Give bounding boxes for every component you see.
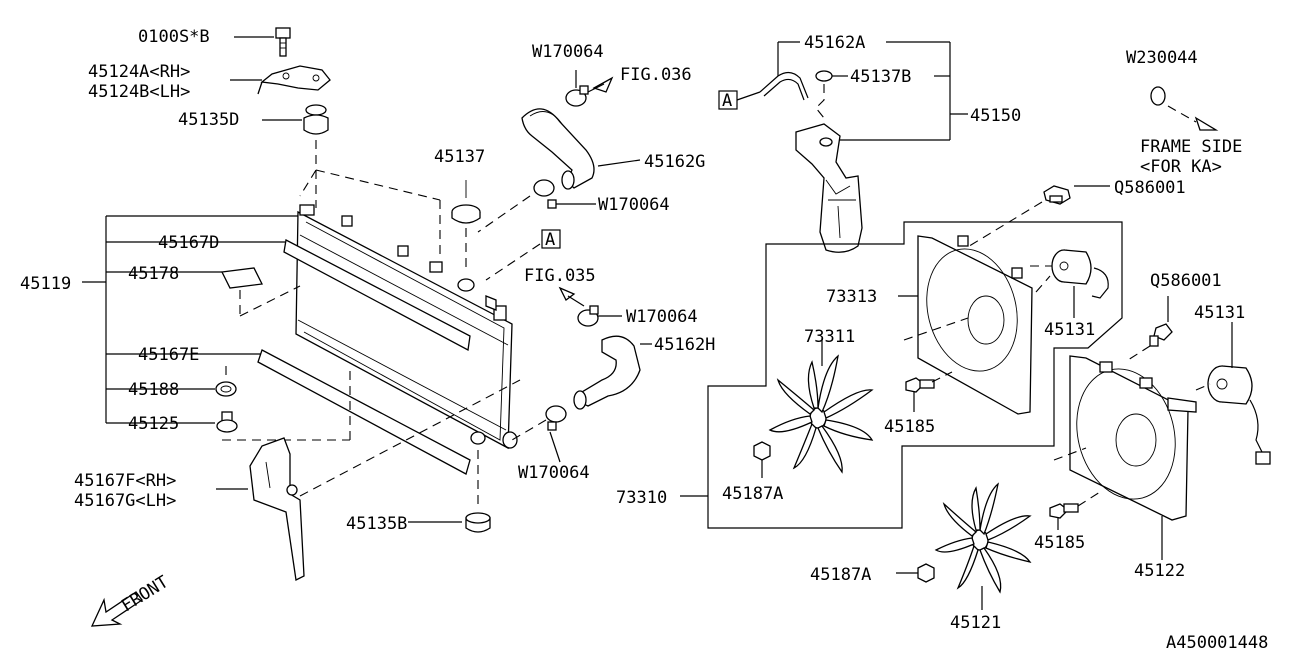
radiator-group [82, 27, 521, 581]
label-for-ka: <FOR KA> [1140, 157, 1222, 177]
radiator-cap-icon [451, 180, 481, 224]
label-frame-side: FRAME SIDE [1140, 137, 1242, 157]
label-q586001-a: Q586001 [1114, 178, 1186, 198]
callout-labels: 0100S*B 45124A<RH> 45124B<LH> 45135D 451… [20, 27, 1268, 653]
front-arrow [90, 591, 143, 627]
seal-strip-upper [283, 239, 471, 352]
fan-blade-icon [768, 354, 874, 474]
label-fig035: FIG.035 [524, 266, 596, 286]
label-45131-a: 45131 [1044, 320, 1095, 340]
label-45188: 45188 [128, 380, 179, 400]
label-45135d: 45135D [178, 110, 239, 130]
label-w170064-d: W170064 [518, 463, 590, 483]
bolt-45185-icon-2 [1049, 503, 1079, 519]
label-73313: 73313 [826, 287, 877, 307]
clip-w230044 [1150, 86, 1219, 131]
reservoir-cap-icon [815, 70, 833, 82]
radiator-core [295, 204, 518, 450]
hose-clamp-icon-2 [533, 179, 557, 209]
fan-assembly-group [680, 185, 1271, 610]
upper-hose [521, 108, 595, 189]
fan-shroud-large [1069, 355, 1189, 521]
air-guide-plate [249, 437, 305, 581]
label-45119: 45119 [20, 274, 71, 294]
fan-motor-icon [1051, 249, 1109, 299]
fan-motor-icon-2 [1207, 365, 1271, 465]
label-45121: 45121 [950, 613, 1001, 633]
label-73310: 73310 [616, 488, 667, 508]
nut-45187a-icon [753, 441, 771, 461]
bolt-q586001-icon-2 [1149, 323, 1173, 347]
upper-mount-icon [303, 104, 329, 135]
label-q586001-b: Q586001 [1150, 271, 1222, 291]
label-45124a: 45124A<RH> [88, 62, 190, 82]
label-45131-b: 45131 [1194, 303, 1245, 323]
hoses-group [477, 70, 652, 463]
reservoir-tank [795, 123, 863, 253]
label-45162h: 45162H [654, 335, 715, 355]
bolt-45185-icon [905, 377, 935, 393]
label-w170064-a: W170064 [532, 42, 604, 62]
nut-45187a-icon-2 [917, 563, 935, 583]
label-0100s: 0100S*B [138, 27, 210, 47]
label-45162a: 45162A [804, 33, 865, 53]
reservoir-group [718, 41, 968, 253]
label-w170064-b: W170064 [598, 195, 670, 215]
label-45185-a: 45185 [884, 417, 935, 437]
bolt-0100s-icon [275, 27, 291, 57]
hose-clamp-icon-3 [577, 305, 599, 327]
label-45178: 45178 [128, 264, 179, 284]
seal-strip-lower [257, 349, 471, 475]
hose-clamp-icon [565, 85, 589, 107]
label-45167f: 45167F<RH> [74, 471, 176, 491]
label-45162g: 45162G [644, 152, 705, 172]
label-box-a2: A [722, 91, 732, 111]
label-45167g: 45167G<LH> [74, 491, 176, 511]
label-45137: 45137 [434, 147, 485, 167]
bolt-q586001-icon [1043, 185, 1071, 205]
label-45187a-b: 45187A [810, 565, 871, 585]
overflow-hose [759, 71, 809, 99]
lower-mount-icon [465, 512, 491, 533]
label-fig036: FIG.036 [620, 65, 692, 85]
label-45122: 45122 [1134, 561, 1185, 581]
label-45135b: 45135B [346, 514, 407, 534]
upper-bracket-icon [257, 65, 331, 95]
label-73311: 73311 [804, 327, 855, 347]
label-45167e: 45167E [138, 345, 199, 365]
hose-clamp-icon-4 [545, 405, 567, 431]
reference-box-a1 [541, 229, 561, 249]
label-45150: 45150 [970, 106, 1021, 126]
label-45124b: 45124B<LH> [88, 82, 190, 102]
packing-45188-icon [215, 381, 237, 397]
label-w230044: W230044 [1126, 48, 1198, 68]
fan-shroud-small [917, 235, 1033, 415]
pad-45178 [221, 267, 263, 289]
drain-plug-icon [216, 411, 238, 433]
lower-hose [580, 335, 641, 407]
label-45125: 45125 [128, 414, 179, 434]
label-box-a1: A [545, 230, 555, 250]
diagram-id: A450001448 [1166, 633, 1268, 653]
label-45167d: 45167D [158, 233, 219, 253]
label-45185-b: 45185 [1034, 533, 1085, 553]
label-front: FRONT [118, 572, 172, 616]
fan-blade-icon-2 [934, 482, 1032, 594]
label-45187a-a: 45187A [722, 484, 783, 504]
label-45137b: 45137B [850, 67, 911, 87]
label-w170064-c: W170064 [626, 307, 698, 327]
